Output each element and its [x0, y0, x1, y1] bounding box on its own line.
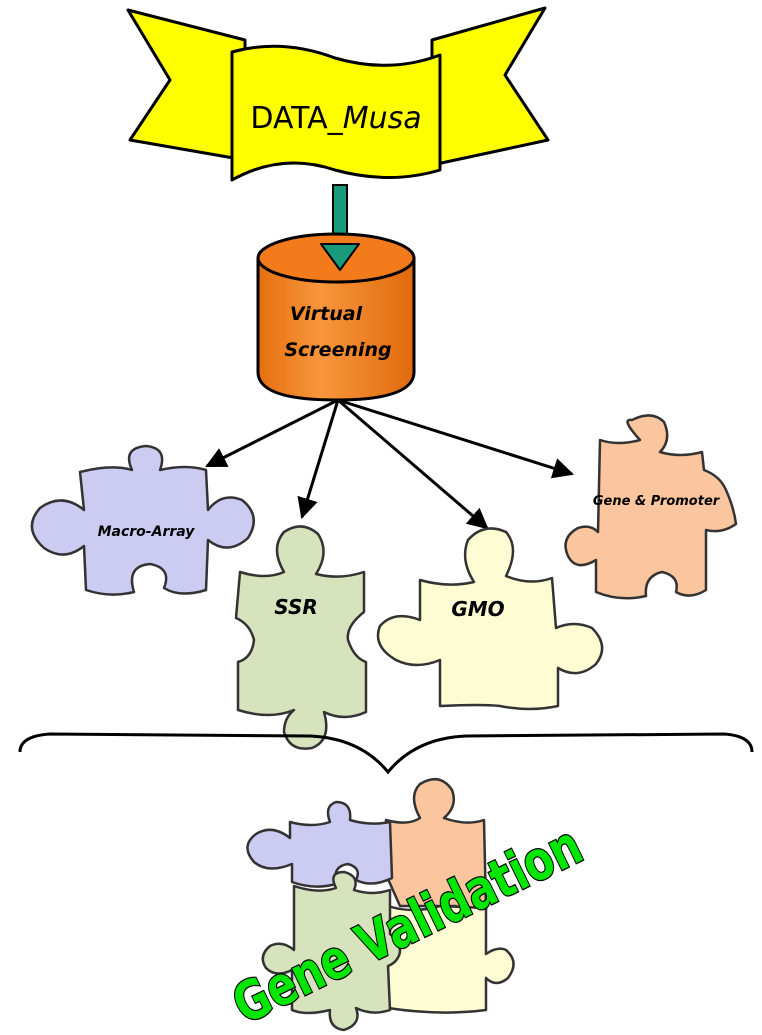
banner-panel — [230, 44, 442, 182]
puzzle-gmo-shape — [376, 527, 604, 711]
puzzle-gene-promoter-shape — [564, 414, 738, 600]
banner-title: DATA_Musa — [250, 101, 421, 136]
arrow-to-gmo — [337, 398, 489, 530]
arrow-to-ssr — [297, 399, 340, 520]
puzzle-ssr-label: SSR — [274, 595, 318, 619]
virtual-screening-database: Virtual Screening — [256, 232, 416, 402]
banner-title-plain: DATA_ — [250, 101, 343, 136]
puzzle-gmo: GMO — [376, 527, 604, 711]
arrow-to-macro-array — [205, 398, 339, 468]
puzzle-macro-array-shape — [30, 444, 255, 596]
data-banner: DATA_Musa — [126, 6, 550, 182]
banner-ribbon-left — [126, 8, 247, 162]
branch-arrows — [205, 398, 575, 530]
puzzle-ssr: SSR — [234, 525, 368, 750]
assembled-piece-lavender — [246, 800, 394, 888]
arrow-to-gene-promoter — [337, 398, 575, 479]
puzzle-macro-array: Macro-Array — [30, 444, 255, 596]
banner-ribbon-right — [430, 6, 550, 167]
puzzle-gene-promoter-label: Gene & Promoter — [593, 494, 721, 509]
database-label-line2: Screening — [284, 339, 391, 361]
banner-title-italic: Musa — [343, 101, 422, 136]
puzzle-gene-promoter: Gene & Promoter — [564, 414, 738, 600]
puzzle-ssr-shape — [234, 525, 368, 750]
grouping-brace — [18, 732, 754, 775]
database-label-line1: Virtual — [290, 303, 363, 325]
puzzle-macro-array-label: Macro-Array — [98, 524, 196, 540]
assembled-puzzle: Gene Validation — [221, 777, 593, 1035]
assembled-piece-green — [261, 870, 402, 1032]
puzzle-gmo-label: GMO — [451, 597, 504, 621]
